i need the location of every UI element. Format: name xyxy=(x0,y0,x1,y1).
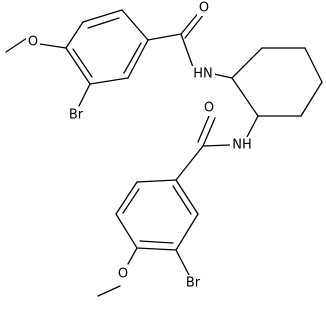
svg-text:O: O xyxy=(118,267,128,282)
bottom-benzene-ring xyxy=(115,179,199,251)
nh-ring-bonds xyxy=(213,73,259,138)
svg-text:HN: HN xyxy=(193,67,213,82)
svg-text:Br: Br xyxy=(69,108,84,123)
bottom-methoxy-bonds xyxy=(97,247,138,297)
atom-o-carbonyl-bottom: O xyxy=(202,100,216,116)
atom-br-bottom: Br xyxy=(181,275,205,291)
atom-o-methoxy-top: O xyxy=(26,34,40,50)
atom-nh-bottom: NH xyxy=(230,137,254,153)
bottom-bromo-bond xyxy=(175,249,190,276)
svg-text:O: O xyxy=(204,101,214,116)
top-amide-bonds xyxy=(147,10,205,71)
atom-br-top: Br xyxy=(64,107,88,123)
atom-o-methoxy-bottom: O xyxy=(116,266,130,282)
atom-o-carbonyl-top: O xyxy=(197,0,211,16)
svg-text:Br: Br xyxy=(186,276,201,291)
top-methoxy-bonds xyxy=(5,37,67,53)
top-bromo-bond xyxy=(78,83,91,107)
top-benzene-ring xyxy=(65,9,149,85)
bottom-amide-bonds xyxy=(175,115,231,181)
svg-text:NH: NH xyxy=(232,138,252,153)
atom-nh-top: HN xyxy=(191,66,215,82)
svg-text:O: O xyxy=(28,35,38,50)
cyclohexane-ring xyxy=(231,47,323,117)
svg-text:O: O xyxy=(199,1,209,16)
